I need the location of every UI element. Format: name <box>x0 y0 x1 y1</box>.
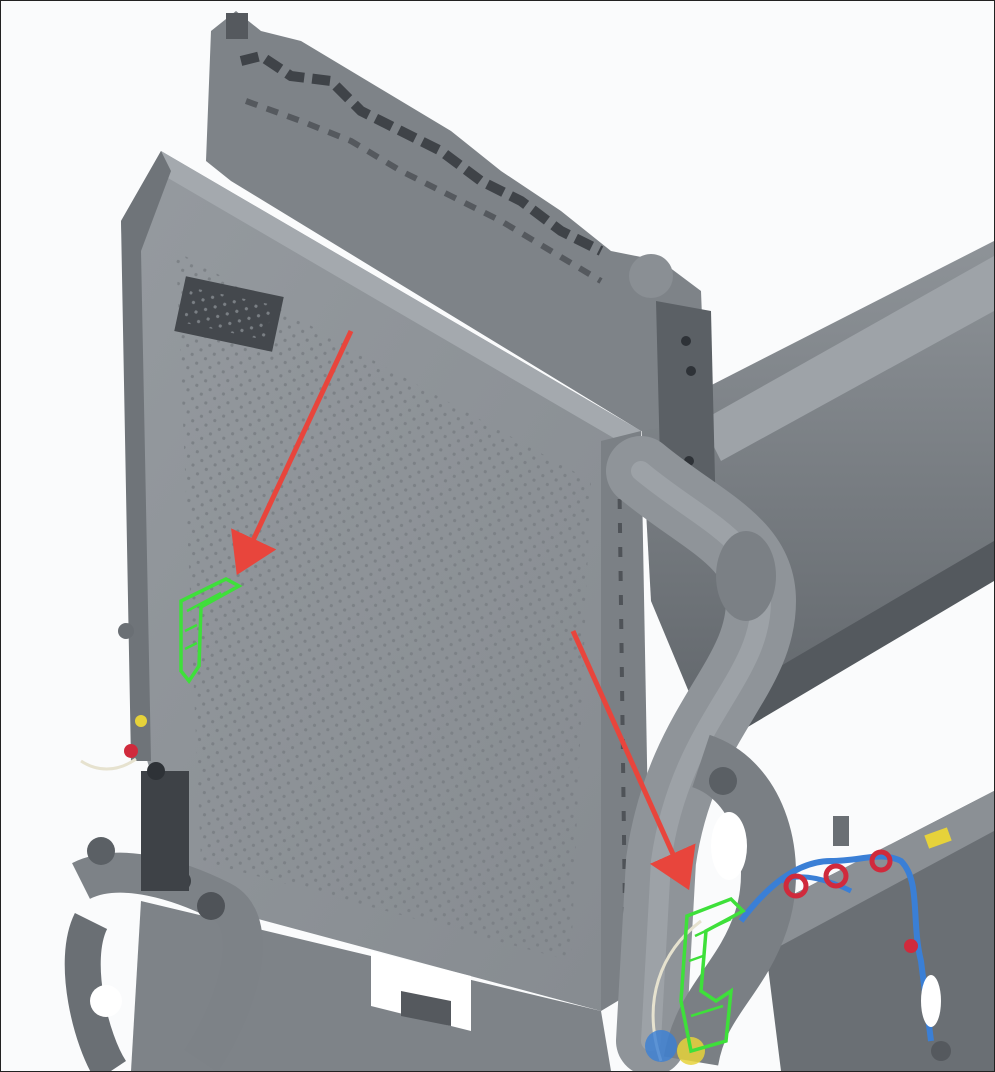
bracket-highlight-right-icon[interactable] <box>679 896 746 1054</box>
bracket-highlight-left-icon[interactable] <box>179 577 243 684</box>
left-linkage <box>64 623 263 1071</box>
left-fittings <box>80 715 165 780</box>
right-hoses <box>738 816 952 1061</box>
coolant-pipe <box>606 436 797 1071</box>
radiator-top-tank <box>206 11 706 431</box>
callout-arrow-right <box>570 629 696 891</box>
lower-right-fittings <box>645 919 705 1065</box>
callout-arrow-left <box>231 329 354 576</box>
